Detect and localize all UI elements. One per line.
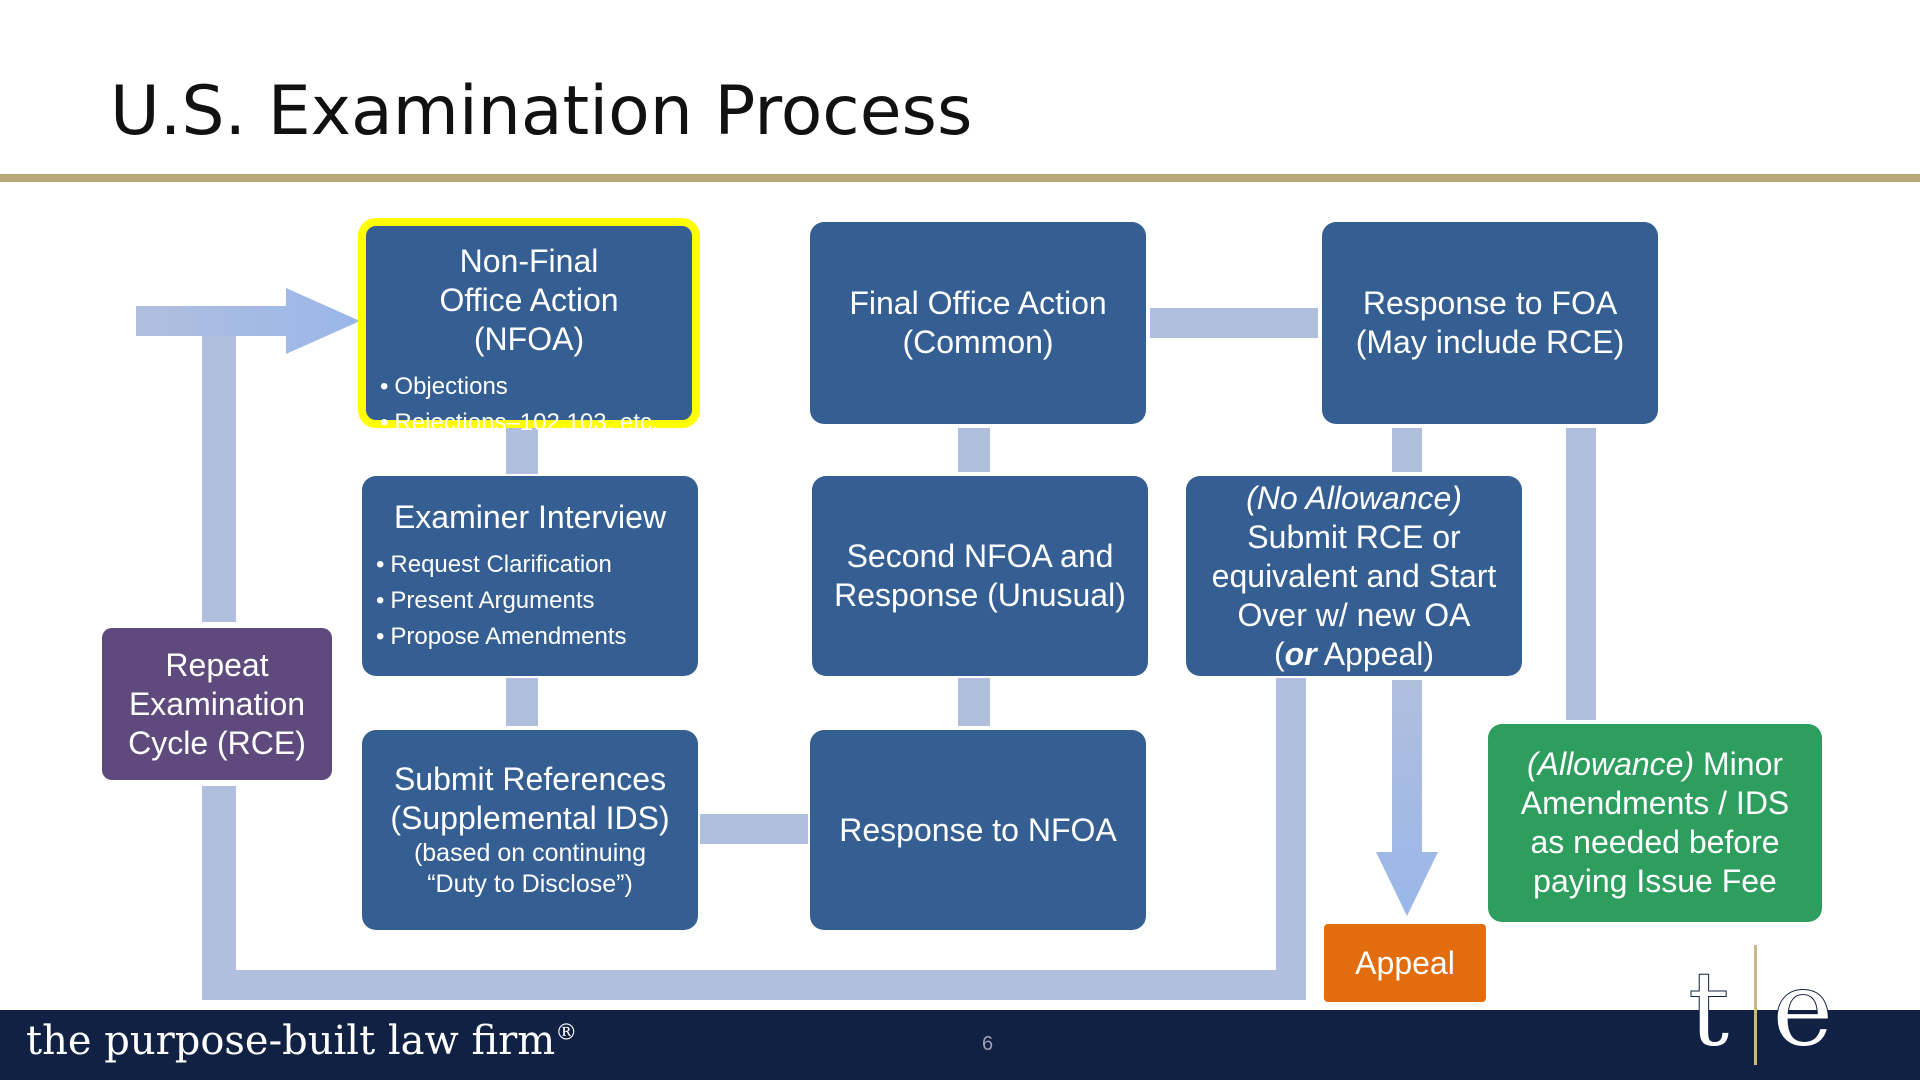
footer-bar <box>0 1010 1920 1080</box>
firm-logo-icon: t e <box>1688 945 1834 1065</box>
repeat-title: Repeat Examination Cycle (RCE) <box>128 646 306 761</box>
response-foa-box: Response to FOA (May include RCE) <box>1322 222 1658 424</box>
title-divider <box>0 174 1920 182</box>
page-title: U.S. Examination Process <box>110 72 973 151</box>
interview-references-connector <box>506 678 538 726</box>
response-foa-title: Response to FOA (May include RCE) <box>1355 285 1625 360</box>
interview-bullet-arguments: Present Arguments <box>376 583 627 619</box>
registered-mark: ® <box>555 1020 578 1046</box>
appeal-title: Appeal <box>1355 944 1455 981</box>
interview-title: Examiner Interview <box>393 498 667 535</box>
references-note: (based on continuing “Duty to Disclose”) <box>413 839 647 898</box>
logo-letter-t: t <box>1688 948 1730 1065</box>
page-number: 6 <box>982 1033 994 1055</box>
no-allowance-body: Submit RCE or equivalent and Start Over … <box>1211 518 1497 633</box>
no-allowance-suffix: Appeal) <box>1316 635 1435 672</box>
interview-bullets: Request Clarification Present Arguments … <box>376 547 627 655</box>
no-allowance-prefix: (No Allowance) <box>1246 479 1462 516</box>
response-nfoa-box: Response to NFOA <box>810 730 1146 930</box>
nfoa-box: Non-Final Office Action (NFOA) Objection… <box>358 218 700 436</box>
examiner-interview-box: Examiner Interview Request Clarification… <box>362 476 698 676</box>
references-response-connector <box>700 814 808 844</box>
second-foa-connector <box>958 428 990 472</box>
no-allowance-text: (No Allowance) Submit RCE or equivalent … <box>1204 479 1504 674</box>
submit-references-box: Submit References (Supplemental IDS) (ba… <box>362 730 698 930</box>
foa-title: Final Office Action (Common) <box>849 285 1107 360</box>
loop-left-vertical <box>202 322 236 622</box>
appeal-down-arrow-icon <box>1376 680 1438 916</box>
interview-bullet-clarification: Request Clarification <box>376 547 627 583</box>
nfoa-title: Non-Final Office Action (NFOA) <box>439 243 619 357</box>
allowance-body: Minor Amendments / IDS as needed before … <box>1520 746 1790 899</box>
nfoa-bullet-rejections: Rejections–102,103, etc. <box>380 405 658 441</box>
second-nfoa-title: Second NFOA and Response (Unusual) <box>834 538 1126 613</box>
final-office-action-box: Final Office Action (Common) <box>810 222 1146 424</box>
loop-right-vertical <box>1276 678 1306 1000</box>
nfoa-bullets: Objections Rejections–102,103, etc. <box>380 369 659 441</box>
interview-bullet-amendments: Propose Amendments <box>376 619 626 655</box>
no-allowance-or: or <box>1284 635 1317 672</box>
footer-tagline: the purpose-built law firm® <box>26 1018 577 1064</box>
loop-left-vertical-lower <box>202 786 236 1000</box>
responsefoa-allowance-connector <box>1566 428 1596 720</box>
allowance-prefix: (Allowance) <box>1526 746 1695 782</box>
allowance-box: (Allowance) Minor Amendments / IDS as ne… <box>1488 724 1822 922</box>
responsefoa-noallowance-connector <box>1392 428 1422 472</box>
no-allowance-box: (No Allowance) Submit RCE or equivalent … <box>1186 476 1522 676</box>
nfoa-bullet-objections: Objections <box>380 369 659 405</box>
second-nfoa-box: Second NFOA and Response (Unusual) <box>812 476 1148 676</box>
entry-arrow-icon <box>136 288 360 354</box>
loop-bottom-horizontal <box>202 970 1306 1000</box>
response-second-connector <box>958 678 990 726</box>
foa-response-connector <box>1150 308 1318 338</box>
logo-letter-e: e <box>1772 948 1834 1065</box>
repeat-examination-box: Repeat Examination Cycle (RCE) <box>102 628 332 780</box>
no-allowance-paren-open: ( <box>1273 635 1285 672</box>
tagline-text: the purpose-built law firm <box>26 1018 556 1064</box>
references-title: Submit References (Supplemental IDS) <box>390 761 670 836</box>
appeal-box: Appeal <box>1324 924 1486 1002</box>
response-nfoa-title: Response to NFOA <box>839 811 1117 848</box>
allowance-text: (Allowance) Minor Amendments / IDS as ne… <box>1510 745 1800 901</box>
